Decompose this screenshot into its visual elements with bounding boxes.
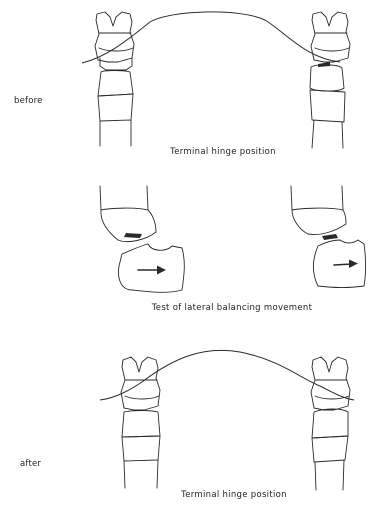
right-upper-tooth bbox=[311, 12, 350, 67]
right-lower-molar bbox=[314, 240, 366, 288]
caption-bottom: Terminal hinge position bbox=[181, 490, 287, 500]
left-arrow bbox=[138, 266, 166, 275]
left-upper-tooth bbox=[95, 12, 134, 70]
right-lower-tooth bbox=[312, 409, 348, 490]
left-lower-tooth bbox=[122, 411, 160, 489]
panel-after bbox=[100, 350, 354, 490]
right-arrow bbox=[334, 260, 358, 269]
left-upper-molar bbox=[100, 186, 156, 242]
label-before: before bbox=[14, 96, 43, 106]
caption-top: Terminal hinge position bbox=[170, 147, 276, 157]
label-after: after bbox=[20, 459, 41, 469]
panel-before bbox=[82, 12, 350, 148]
left-lower-molar bbox=[119, 244, 185, 292]
left-lower-tooth bbox=[98, 71, 133, 147]
right-upper-tooth bbox=[311, 357, 350, 410]
panel-lateral-test bbox=[100, 186, 366, 292]
right-lower-tooth bbox=[310, 65, 345, 148]
arch-wire bbox=[82, 12, 340, 63]
right-upper-molar bbox=[291, 186, 346, 240]
arch-wire bbox=[100, 350, 354, 400]
caption-middle: Test of lateral balancing movement bbox=[152, 303, 313, 313]
